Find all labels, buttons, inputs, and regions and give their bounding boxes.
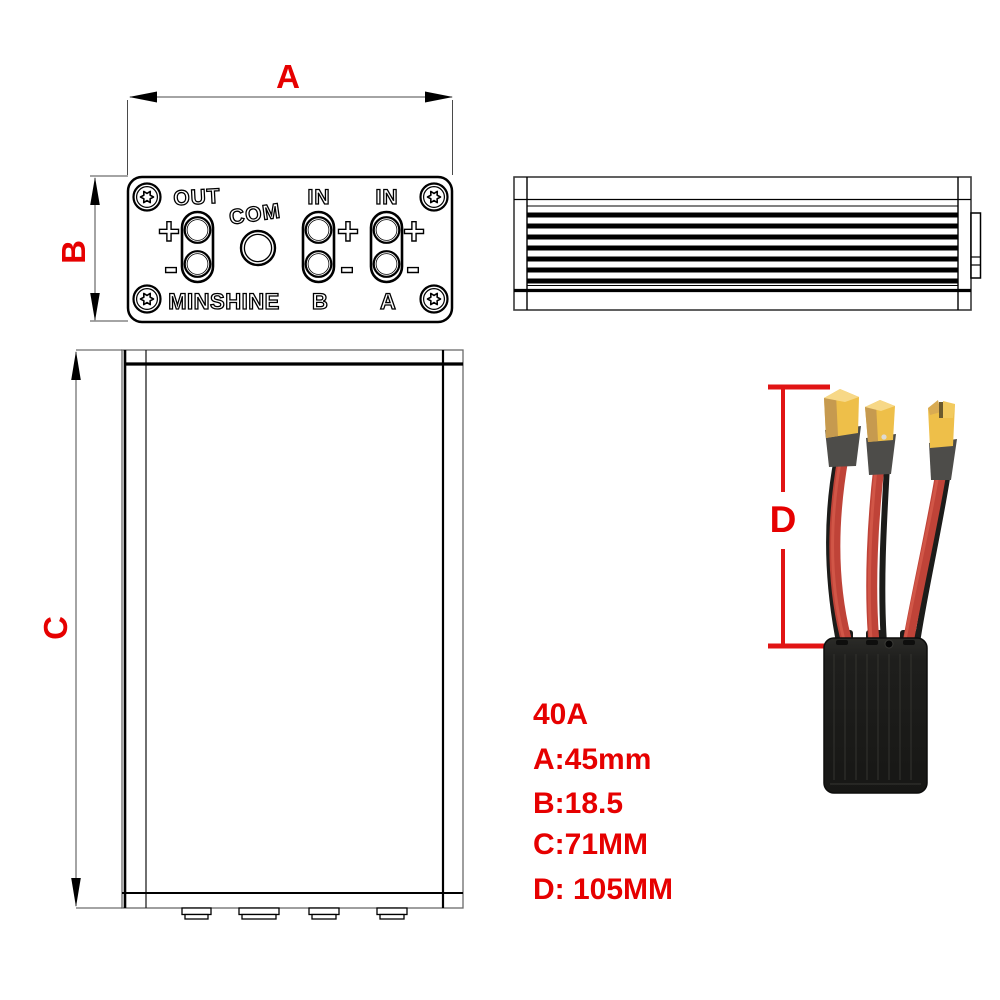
port-in-b-plus: + (337, 211, 359, 253)
heatsink-fins (527, 205, 958, 286)
arrowhead-down (90, 293, 100, 321)
port-com-connector-inner (243, 233, 273, 263)
side-mount-tab (970, 212, 982, 279)
spec-dim-a: A:45mm (533, 743, 651, 776)
port-in-a-minus: - (406, 243, 420, 290)
brand-text: MINSHINE (168, 289, 280, 314)
controller-box (823, 637, 928, 794)
port-in-a: IN + - A (369, 185, 426, 315)
screw-bottom-left (132, 284, 162, 314)
port-out-plus: + (158, 211, 180, 253)
port-out-connector (180, 210, 215, 284)
channel-a-label: A (380, 289, 396, 314)
port-in-b-label: IN (308, 186, 331, 209)
screw-top-right (419, 182, 449, 212)
port-out-label: OUT (173, 185, 221, 210)
box-top-hole (884, 639, 894, 649)
black-wire (826, 455, 842, 645)
spec-dim-d: D: 105MM (533, 873, 673, 906)
port-in-a-label: IN (376, 186, 399, 209)
red-wire (829, 452, 853, 649)
connector-boot (929, 439, 957, 480)
top-view: C (37, 349, 464, 920)
xt60-connector-2 (865, 400, 896, 475)
dim-d-letter: D (770, 499, 797, 540)
arrowhead-right (425, 91, 453, 103)
dimension-c: C (37, 349, 122, 909)
dim-b-letter: B (55, 240, 92, 264)
dimension-d: D (768, 384, 833, 649)
black-wire (914, 469, 951, 646)
arrowhead-up (71, 351, 81, 380)
port-out: OUT + - (157, 184, 222, 291)
dim-c-letter: C (37, 616, 74, 640)
port-out-minus: - (164, 243, 178, 290)
dim-a-letter: A (276, 58, 300, 95)
red-wire (866, 460, 885, 649)
channel-b-label: B (312, 289, 328, 314)
front-view: A B OUT + - COM (55, 58, 454, 324)
side-view (513, 176, 982, 311)
arrowhead-down (71, 878, 81, 907)
port-in-b-minus: - (340, 243, 354, 290)
arrowhead-up (90, 177, 100, 205)
box-ridges (833, 654, 912, 780)
spec-dim-b: B:18.5 (533, 787, 623, 820)
foot-tab (181, 907, 212, 920)
foot-tab (308, 907, 340, 920)
connector-boot (866, 434, 896, 475)
black-wire (879, 463, 890, 646)
spec-dim-c: C:71MM (533, 828, 648, 861)
product-photo: D (768, 384, 957, 794)
output-wires (826, 452, 951, 649)
spec-list: 40A A:45mm B:18.5 C:71MM D: 105MM (533, 698, 673, 906)
mounting-feet (181, 907, 408, 920)
xt60-connector-1 (824, 389, 861, 467)
foot-tab (376, 907, 408, 920)
dimension-b: B (55, 175, 128, 322)
red-wire (902, 466, 947, 649)
xt60-connector-3 (928, 400, 957, 480)
front-panel (126, 175, 454, 324)
port-com-connector (239, 229, 277, 267)
port-in-a-plus: + (403, 211, 425, 253)
port-in-b-connector (301, 210, 336, 284)
port-in-a-connector (369, 210, 404, 284)
screw-bottom-right (419, 284, 449, 314)
arrowhead-left (129, 91, 157, 103)
top-body (121, 349, 464, 909)
port-in-b: IN + - B (301, 185, 360, 315)
spec-rating: 40A (533, 698, 588, 731)
screw-top-left (132, 182, 162, 212)
foot-tab (238, 907, 280, 920)
dimension-a: A (127, 58, 453, 175)
